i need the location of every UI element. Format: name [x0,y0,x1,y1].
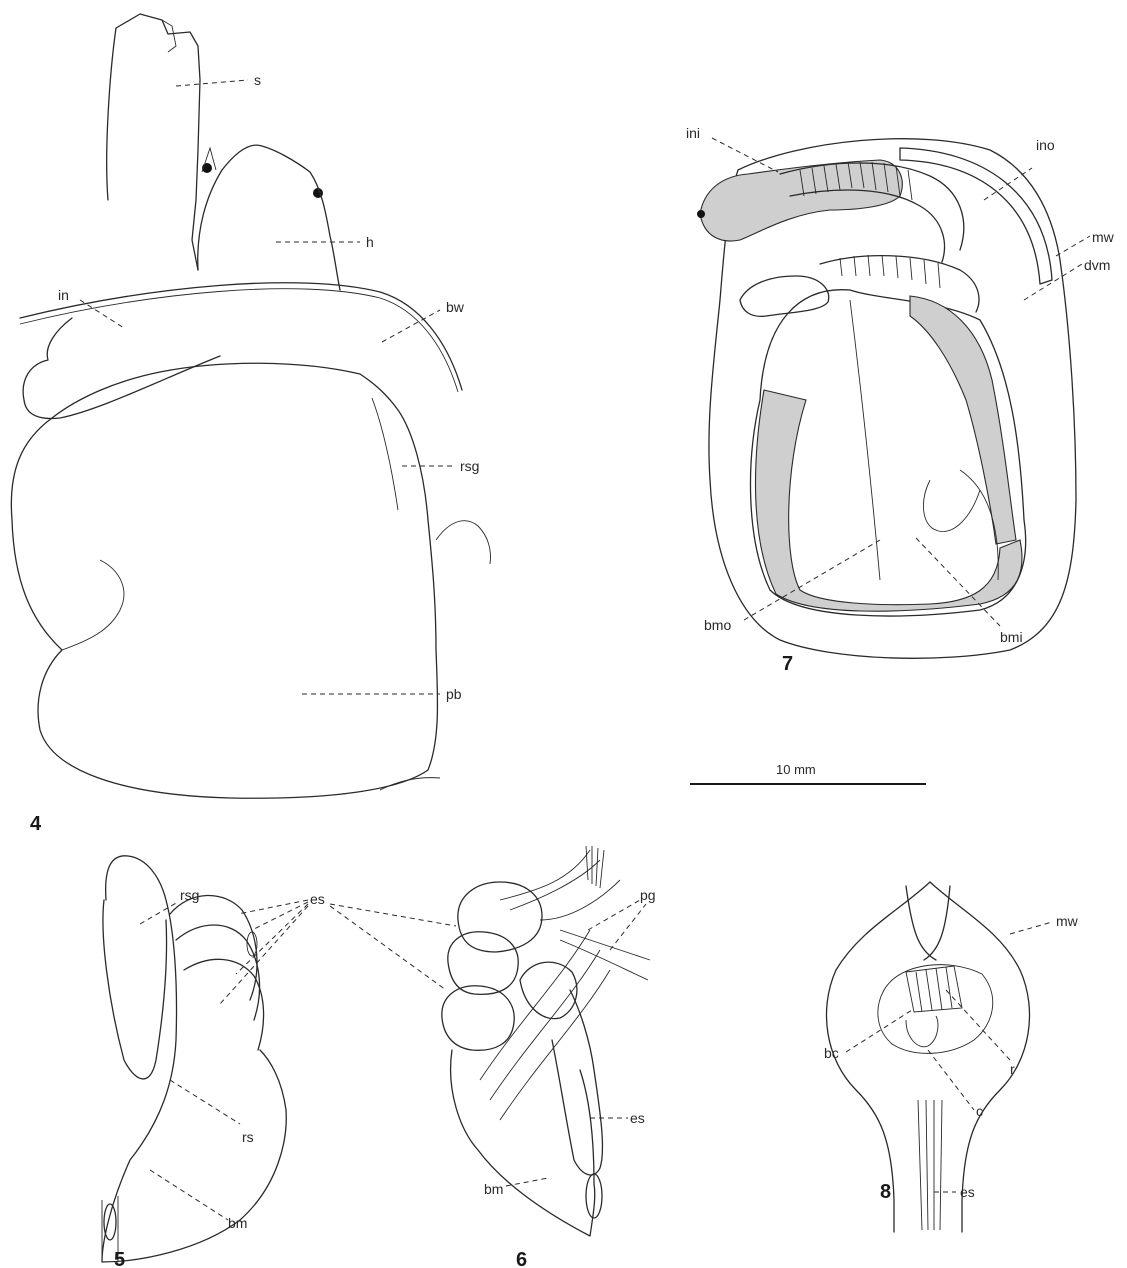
fig8-outer [826,882,1029,1232]
fig8-cavity [878,965,993,1054]
leader-fig8-bc [846,1010,912,1052]
label-fig8-bc: bc [824,1045,839,1061]
body-inner-line [62,560,124,650]
fig6-lobe-low [442,986,514,1051]
ino-flap [900,148,1052,284]
label-bmo: bmo [704,617,731,633]
figure-4: s h in bw rsg pb 4 [11,14,490,835]
fig6-lobe-top [458,882,542,952]
figure-number-8: 8 [880,1181,891,1203]
label-fig8-mw: mw [1056,913,1079,929]
scale-bar-label: 10 mm [776,762,816,777]
label-ino: ino [1036,137,1055,153]
ridged-intestine-3 [820,256,979,312]
label-dvm: dvm [1084,257,1110,273]
base-flap [380,778,440,790]
fig5-lobe-1 [170,895,257,1000]
label-in: in [58,287,69,303]
leader-fig6-bm [506,1178,548,1186]
label-fig5-rs: rs [242,1129,254,1145]
dorsoventral-muscle-right [910,296,1016,544]
label-bmi: bmi [1000,629,1023,645]
fig8-radula [906,966,962,1012]
leader-es-4 [220,906,308,1004]
siphon-outline [107,14,200,270]
label-pg: pg [640,887,656,903]
leader-mw [1056,236,1090,256]
leader-es-6 [330,906,446,990]
label-es-shared: es [310,891,325,907]
label-fig8-r: r [1010,1061,1015,1077]
label-h: h [366,234,374,250]
scale-bar: 10 mm [690,762,926,784]
leader-pg-1 [588,900,640,930]
figure-5: rsg rs bm 5 [102,856,286,1268]
figure-number-7: 7 [782,653,793,675]
fig6-nerve-fibres [480,846,650,1120]
leader-fig8-c [928,1050,974,1110]
label-fig6-bm: bm [484,1181,503,1197]
leader-fig5-bm [150,1170,228,1220]
fig6-lobe-mid [448,932,518,995]
label-ini: ini [686,125,700,141]
fig8-cartilage [906,1016,938,1047]
leader-dvm [1024,264,1082,300]
leader-fig5-rs [170,1080,240,1124]
leader-es-5 [330,904,456,926]
body-wall-line-1 [20,283,462,390]
label-pb: pb [446,686,462,702]
fig6-lobe-extra [520,962,577,1018]
figure-8: mw bc r c es 8 [824,882,1079,1232]
fig6-body [451,1050,595,1236]
fig8-oesophagus-lines [918,1100,942,1230]
head-outline [198,145,340,290]
leader-fig8-mw [1010,922,1052,934]
label-fig6-es: es [630,1110,645,1126]
fig5-lobe-3 [184,959,264,1050]
buccal-lobe [740,276,829,316]
leader-fig8-r [946,990,1010,1060]
fig5-body [102,856,286,1262]
label-rsg: rsg [460,458,479,474]
label-fig8-c: c [976,1103,983,1119]
intestine-lobe [23,318,220,418]
label-fig5-rsg: rsg [180,887,199,903]
leader-es-3 [236,904,308,974]
leader-pg-2 [610,904,646,950]
inner-intestine-head [700,160,902,241]
fig5-rsg [103,900,167,1079]
side-flap [436,521,491,564]
figure-number-4: 4 [30,813,42,835]
leader-fig5-rsg [140,902,178,924]
rsg-duct [372,398,398,510]
leader-s [176,80,248,86]
figure-number-5: 5 [114,1249,125,1268]
label-mw: mw [1092,229,1115,245]
figure-7: ini ino mw dvm bmo bmi 7 [686,125,1115,675]
ini-eye-dot [697,210,705,218]
fig5-mouth [104,1204,116,1240]
label-s: s [254,72,261,88]
figure-6: pg es bm 6 [442,846,656,1268]
body-outline [11,363,437,798]
label-fig8-es: es [960,1184,975,1200]
label-fig5-bm: bm [228,1215,247,1231]
label-bw: bw [446,299,465,315]
figure-number-6: 6 [516,1249,527,1268]
